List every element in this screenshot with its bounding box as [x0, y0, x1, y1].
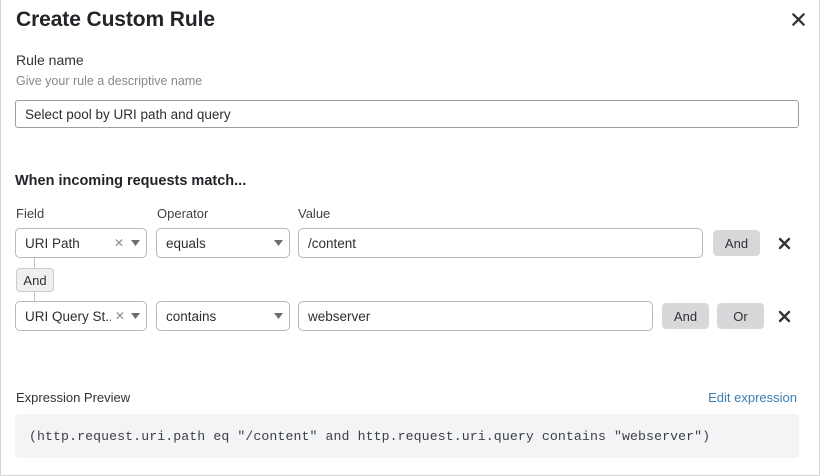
- expression-preview-label: Expression Preview: [16, 390, 131, 405]
- condition-row: URI Path ✕ equals And: [1, 228, 820, 258]
- chevron-down-icon[interactable]: [128, 240, 146, 246]
- delete-condition-icon-1[interactable]: [773, 305, 795, 327]
- clear-icon[interactable]: ✕: [113, 236, 124, 250]
- connector-line-top: [34, 258, 35, 269]
- field-select-1[interactable]: URI Query St... ✕: [15, 301, 147, 331]
- chevron-down-icon[interactable]: [271, 313, 289, 319]
- or-button-1[interactable]: Or: [717, 303, 764, 329]
- and-button-1[interactable]: And: [662, 303, 709, 329]
- delete-condition-icon-0[interactable]: [773, 232, 795, 254]
- chevron-down-icon[interactable]: [129, 313, 146, 319]
- and-button-0[interactable]: And: [713, 230, 760, 256]
- clear-icon[interactable]: ✕: [114, 309, 125, 323]
- rule-name-hint: Give your rule a descriptive name: [16, 74, 203, 88]
- rule-name-input[interactable]: [15, 100, 799, 128]
- edit-expression-link[interactable]: Edit expression: [708, 390, 797, 405]
- expression-preview-box: (http.request.uri.path eq "/content" and…: [15, 414, 799, 458]
- connector-and-badge[interactable]: And: [16, 268, 54, 292]
- rule-name-label: Rule name: [16, 52, 84, 68]
- condition-row: URI Query St... ✕ contains And Or: [1, 301, 820, 331]
- operator-select-value-1: contains: [166, 308, 217, 324]
- column-header-value: Value: [298, 206, 331, 221]
- operator-select-1[interactable]: contains: [156, 301, 290, 331]
- chevron-down-icon[interactable]: [271, 240, 289, 246]
- connector-line-bottom: [34, 291, 35, 302]
- operator-select-0[interactable]: equals: [156, 228, 290, 258]
- match-section-heading: When incoming requests match...: [15, 173, 247, 189]
- column-header-operator: Operator: [157, 206, 209, 221]
- column-header-field: Field: [16, 206, 45, 221]
- field-select-0[interactable]: URI Path ✕: [15, 228, 147, 258]
- value-input-1[interactable]: [298, 301, 653, 331]
- value-input-0[interactable]: [298, 228, 703, 258]
- expression-preview-code: (http.request.uri.path eq "/content" and…: [29, 428, 711, 444]
- page-title: Create Custom Rule: [16, 8, 215, 31]
- close-icon[interactable]: [785, 6, 811, 32]
- operator-select-value-0: equals: [166, 235, 206, 251]
- field-select-value-1: URI Query St...: [25, 308, 111, 324]
- field-select-value-0: URI Path: [25, 235, 80, 251]
